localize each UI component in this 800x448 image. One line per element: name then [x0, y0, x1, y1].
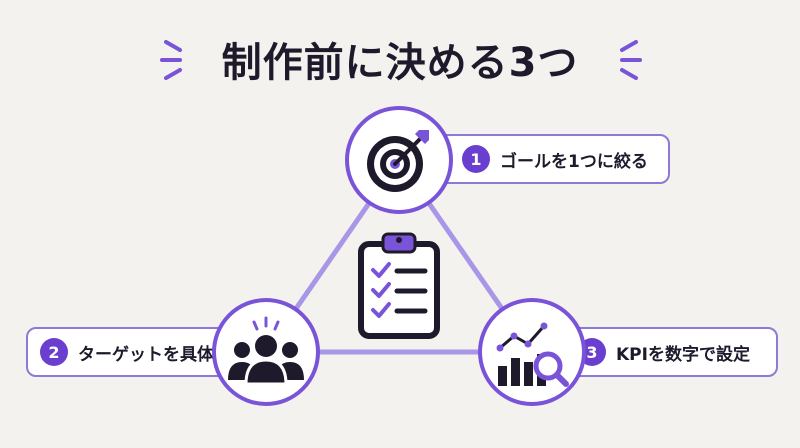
page-title: 制作前に決める3つ — [221, 40, 579, 86]
target-icon — [367, 130, 429, 192]
step-2-label: ターゲットを具体化 — [78, 344, 231, 365]
step-2-node — [212, 298, 320, 406]
step-3-label: KPIを数字で設定 — [616, 344, 750, 365]
step-1-label-box: 1 ゴールを1つに絞る — [430, 134, 670, 184]
right-spark-icon — [620, 40, 642, 80]
people-icon — [228, 316, 304, 386]
chart-search-icon — [496, 322, 569, 387]
step-1-number: 1 — [462, 145, 490, 173]
clipboard-checklist-icon — [358, 232, 440, 339]
left-spark-icon — [160, 40, 182, 80]
step-1-node — [345, 106, 453, 214]
step-3-node — [478, 298, 586, 406]
step-1-label: ゴールを1つに絞る — [500, 151, 648, 172]
step-2-number: 2 — [40, 338, 68, 366]
step-3-label-box: 3 KPIを数字で設定 — [546, 327, 778, 377]
